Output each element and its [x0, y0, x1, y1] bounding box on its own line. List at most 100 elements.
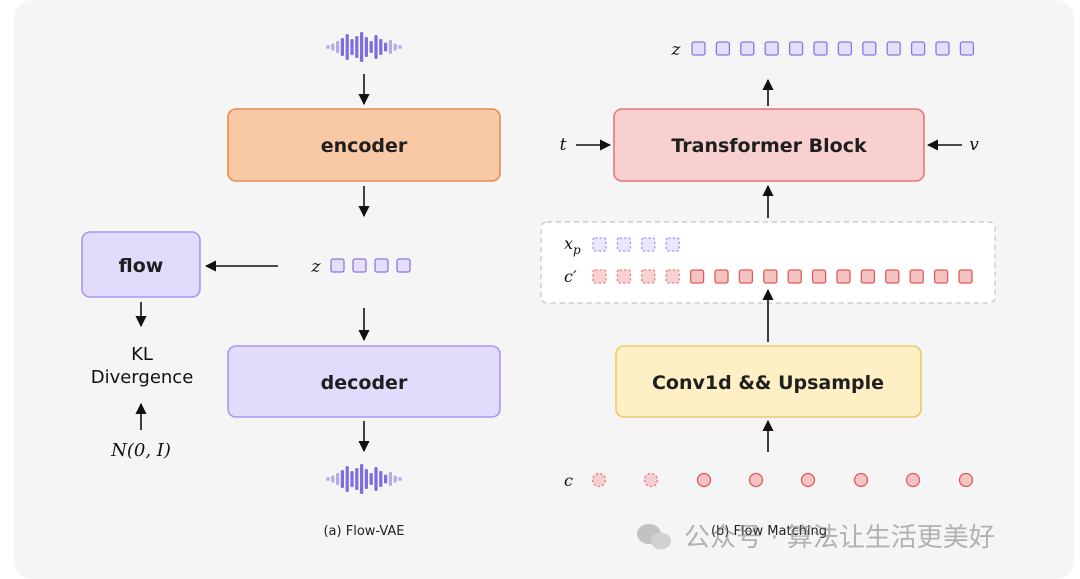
fm-z-label: z	[671, 40, 682, 60]
waveform-bar	[331, 43, 335, 51]
watermark: 公众号 · 算法让生活更美好	[637, 523, 995, 553]
waveform-bar	[331, 475, 335, 483]
waveform-bar	[340, 470, 344, 488]
c-prime-label: c′	[564, 267, 577, 286]
latent-z-label: z	[311, 257, 322, 277]
waveform-bar	[355, 36, 359, 58]
condition-square	[811, 269, 827, 284]
output-latent-square	[740, 41, 755, 56]
xp-label-main: x	[564, 234, 573, 253]
condition-circle	[643, 472, 659, 488]
wechat-icon	[637, 524, 671, 550]
condition-square	[665, 269, 680, 284]
output-latent-square	[886, 41, 901, 56]
transformer-block-box	[613, 108, 925, 182]
waveform-bar	[355, 468, 359, 490]
latent-square	[374, 258, 389, 273]
prompt-latent-squares	[592, 237, 680, 252]
waveform-bar	[369, 41, 373, 53]
waveform-bar	[384, 474, 388, 484]
watermark-text: 公众号 · 算法让生活更美好	[684, 523, 995, 553]
condition-circle	[800, 472, 816, 488]
condition-square	[933, 269, 949, 284]
waveform-bar	[364, 37, 368, 57]
decoder-box	[227, 345, 501, 418]
conv-upsample-box	[615, 345, 922, 418]
waveform-bar	[369, 473, 373, 485]
waveform-bar	[360, 32, 364, 62]
waveform-bar	[345, 466, 349, 492]
waveform-bar	[393, 43, 397, 51]
c-label: c	[564, 471, 573, 490]
encoder-box	[227, 108, 501, 182]
condition-square	[714, 269, 729, 284]
waveform-output-icon	[326, 464, 402, 494]
condition-square	[860, 269, 876, 284]
condition-circle	[591, 472, 607, 488]
output-latent-square	[910, 41, 926, 56]
waveform-bar	[398, 477, 402, 481]
waveform-bar	[374, 467, 378, 491]
condition-square	[763, 269, 778, 284]
prompt-latent-square	[592, 237, 607, 252]
output-latent-squares	[691, 41, 975, 56]
condition-square	[787, 269, 802, 284]
waveform-bar	[393, 475, 397, 483]
t-label: t	[560, 135, 567, 155]
condition-circle	[748, 472, 764, 488]
condition-square	[909, 269, 924, 284]
condition-circles	[591, 472, 974, 488]
output-latent-square	[935, 41, 950, 56]
waveform-bar	[364, 469, 368, 489]
kl-label-line1: KL	[131, 344, 153, 365]
waveform-input-icon	[326, 32, 402, 62]
xp-label: xp	[564, 234, 581, 257]
waveform-bar	[398, 45, 402, 49]
condition-circle	[905, 472, 921, 488]
waveform-bar	[350, 471, 354, 487]
waveform-bar	[336, 41, 340, 53]
waveform-bar	[345, 34, 349, 60]
condition-square	[958, 269, 973, 284]
output-latent-square	[788, 41, 804, 56]
condition-circle	[958, 472, 974, 488]
waveform-bar	[326, 45, 330, 49]
condition-square	[616, 269, 632, 284]
output-latent-square	[764, 41, 779, 56]
waveform-bar	[360, 464, 364, 494]
transformer-block-label: Transformer Block	[671, 135, 867, 157]
waveform-bar	[326, 477, 330, 481]
waveform-bar	[374, 35, 378, 59]
latent-square	[330, 258, 345, 273]
v-label: v	[969, 135, 979, 155]
waveform-bar	[388, 40, 392, 54]
xp-label-sub: p	[573, 243, 581, 257]
waveform-bar	[336, 473, 340, 485]
decoder-label: decoder	[321, 372, 408, 394]
latent-square	[396, 258, 411, 273]
prompt-latent-square	[665, 237, 680, 252]
kl-label-line2: Divergence	[91, 367, 194, 388]
condition-circle	[853, 472, 869, 488]
prompt-latent-square	[641, 237, 656, 252]
flow-box	[81, 231, 201, 298]
waveform-bar	[379, 39, 383, 55]
caption-flow-matching: (b) Flow Matching	[711, 524, 827, 539]
waveform-bar	[379, 471, 383, 487]
condition-square	[689, 269, 705, 284]
output-latent-square	[959, 41, 975, 56]
waveform-bar	[350, 39, 354, 55]
waveform-bar	[388, 472, 392, 486]
condition-square	[592, 269, 607, 284]
flow-label: flow	[119, 255, 164, 277]
condition-squares	[592, 269, 973, 284]
waveform-bar	[340, 38, 344, 56]
latent-squares	[330, 258, 411, 273]
latent-square	[352, 258, 367, 273]
condition-square	[885, 269, 900, 284]
output-latent-square	[715, 41, 731, 56]
prior-label: N(0, I)	[110, 440, 171, 461]
prompt-latent-square	[616, 237, 632, 252]
condition-circle	[696, 472, 712, 488]
